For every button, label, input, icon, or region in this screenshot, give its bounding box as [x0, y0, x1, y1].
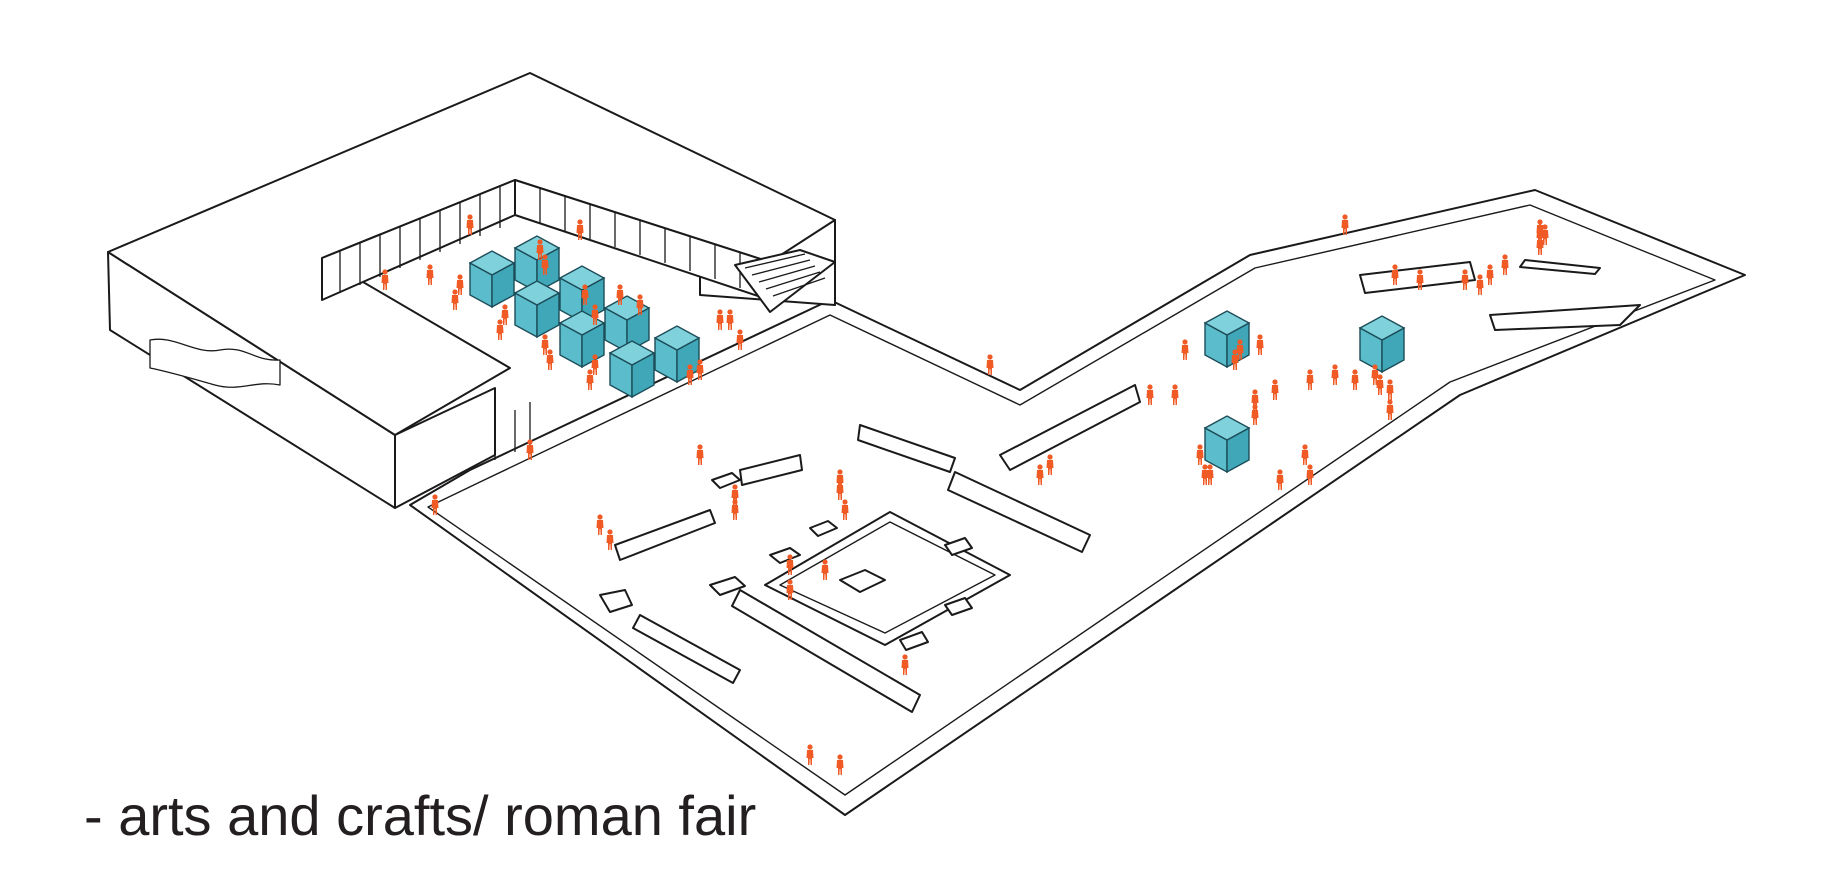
- person-icon: [1306, 464, 1314, 485]
- person-icon: [526, 439, 534, 460]
- person-icon: [1331, 364, 1339, 385]
- person-icon: [1276, 469, 1284, 490]
- person-icon: [1181, 339, 1189, 360]
- person-icon: [836, 754, 844, 775]
- person-icon: [431, 494, 439, 515]
- market-stall-cube-icon: [608, 340, 656, 399]
- market-stall-cube-icon: [558, 310, 606, 369]
- person-icon: [501, 304, 509, 325]
- market-stall-cube-icon: [1203, 415, 1251, 474]
- person-icon: [1301, 444, 1309, 465]
- person-icon: [696, 444, 704, 465]
- person-icon: [1416, 269, 1424, 290]
- person-icon: [546, 349, 554, 370]
- person-icon: [1236, 339, 1244, 360]
- person-icon: [1376, 374, 1384, 395]
- person-icon: [466, 214, 474, 235]
- person-icon: [616, 284, 624, 305]
- person-icon: [841, 499, 849, 520]
- market-stall-cube-icon: [653, 325, 701, 384]
- person-icon: [1386, 379, 1394, 400]
- person-icon: [381, 269, 389, 290]
- person-icon: [786, 579, 794, 600]
- person-icon: [1461, 269, 1469, 290]
- person-icon: [1386, 399, 1394, 420]
- person-icon: [1231, 349, 1239, 370]
- person-icon: [541, 254, 549, 275]
- person-icon: [606, 529, 614, 550]
- person-icon: [1206, 464, 1214, 485]
- person-icon: [1271, 379, 1279, 400]
- person-icon: [451, 289, 459, 310]
- person-icon: [1196, 444, 1204, 465]
- person-icon: [586, 369, 594, 390]
- person-icon: [1171, 384, 1179, 405]
- market-stall-cube-icon: [468, 250, 516, 309]
- person-icon: [1036, 464, 1044, 485]
- person-icon: [456, 274, 464, 295]
- person-icon: [726, 309, 734, 330]
- site-platform: [409, 189, 1746, 816]
- person-icon: [1201, 464, 1209, 485]
- building: [107, 72, 836, 509]
- person-icon: [636, 294, 644, 315]
- market-stall-cube-icon: [513, 280, 561, 339]
- person-icon: [1501, 254, 1509, 275]
- person-icon: [576, 219, 584, 240]
- person-icon: [1256, 334, 1264, 355]
- person-icon: [786, 554, 794, 575]
- person-icon: [986, 354, 994, 375]
- market-stall-cube-icon: [558, 265, 606, 324]
- person-icon: [1306, 369, 1314, 390]
- person-icon: [591, 304, 599, 325]
- market-stall-cube-icon: [1358, 315, 1406, 374]
- person-icon: [536, 239, 544, 260]
- person-icon: [1486, 264, 1494, 285]
- person-icon: [591, 354, 599, 375]
- person-icon: [806, 744, 814, 765]
- diagram-caption: - arts and crafts/ roman fair: [84, 784, 757, 847]
- people-figures: [381, 214, 1549, 775]
- person-icon: [1371, 364, 1379, 385]
- person-icon: [736, 329, 744, 350]
- person-icon: [1341, 214, 1349, 235]
- person-icon: [901, 654, 909, 675]
- person-icon: [1046, 454, 1054, 475]
- person-icon: [426, 264, 434, 285]
- person-icon: [821, 559, 829, 580]
- person-icon: [1351, 369, 1359, 390]
- person-icon: [496, 319, 504, 340]
- person-icon: [686, 364, 694, 385]
- person-icon: [1541, 224, 1549, 245]
- person-icon: [1146, 384, 1154, 405]
- person-icon: [1536, 219, 1544, 240]
- person-icon: [541, 334, 549, 355]
- person-icon: [836, 469, 844, 490]
- person-icon: [731, 499, 739, 520]
- person-icon: [1391, 264, 1399, 285]
- roman-ruins: [599, 259, 1641, 713]
- person-icon: [581, 284, 589, 305]
- person-icon: [1251, 389, 1259, 410]
- person-icon: [596, 514, 604, 535]
- person-icon: [1476, 274, 1484, 295]
- person-icon: [716, 309, 724, 330]
- person-icon: [696, 359, 704, 380]
- market-stall-cube-icon: [1203, 310, 1251, 369]
